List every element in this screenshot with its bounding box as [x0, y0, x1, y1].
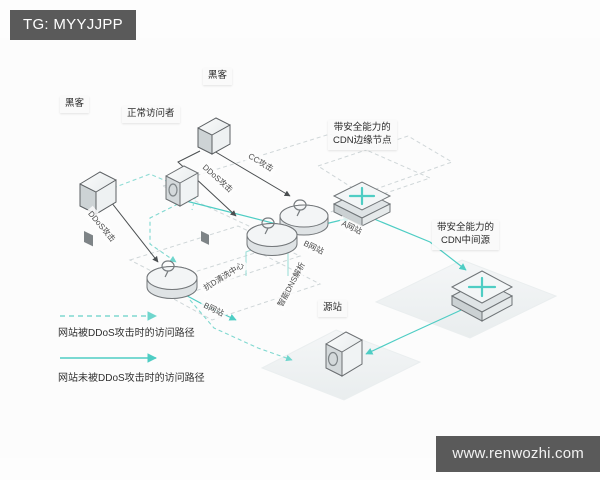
- cdn-edge-label-line2: CDN边缘节点: [333, 134, 392, 146]
- node-cdn-edge[interactable]: [332, 181, 392, 227]
- cdn-cross-icon: [348, 186, 376, 206]
- diagram-legend: 网站被DDoS攻击时的访问路径 网站未被DDoS攻击时的访问路径: [58, 310, 205, 400]
- path-edge-to-cdnmid: [361, 213, 467, 271]
- legend-label-normal: 网站未被DDoS攻击时的访问路径: [58, 373, 205, 384]
- callout-hacker-left: 黑客: [60, 96, 90, 113]
- cdn-edge-label-line1: 带安全能力的: [333, 122, 391, 133]
- line-cc-attack: [213, 150, 291, 197]
- callout-origin-site: 源站: [318, 300, 348, 317]
- node-cdn-mid[interactable]: [450, 270, 514, 322]
- node-router-lower[interactable]: [246, 217, 298, 256]
- line-ddos-attack-top: [177, 150, 237, 217]
- legend-swatch-solid: [58, 355, 163, 365]
- cdn-mid-cross-icon: [467, 276, 497, 298]
- node-router-scrub[interactable]: [146, 260, 198, 299]
- node-hacker-top[interactable]: [197, 117, 231, 245]
- node-hacker-left[interactable]: [79, 171, 117, 247]
- path-cdnmid-to-origin: [365, 305, 471, 355]
- zone-boundary-lower: [148, 251, 322, 321]
- node-origin-server[interactable]: [325, 331, 363, 377]
- legend-swatch-dashed: [58, 310, 163, 320]
- diagram-canvas: 黑客 黑客 正常访问者 带安全能力的 CDN边缘节点 带安全能力的 CDN中间源…: [0, 38, 600, 458]
- cdn-mid-label-line1: 带安全能力的: [437, 222, 495, 233]
- callout-hacker-top: 黑客: [203, 68, 233, 85]
- cdn-mid-label-line2: CDN中间源: [440, 234, 491, 246]
- site-watermark: www.renwozhi.com: [436, 436, 600, 472]
- legend-row-attacked: 网站被DDoS攻击时的访问路径: [58, 310, 205, 341]
- legend-row-normal: 网站未被DDoS攻击时的访问路径: [58, 355, 205, 386]
- callout-cdn-edge: 带安全能力的 CDN边缘节点: [328, 120, 397, 150]
- legend-label-attacked: 网站被DDoS攻击时的访问路径: [58, 328, 195, 339]
- tg-tag-badge: TG: MYYJJPP: [10, 10, 136, 40]
- path-visitor-dashed-down: [149, 203, 179, 263]
- network-diagram-svg: [60, 117, 558, 401]
- zone-boundary-scrub: [128, 225, 302, 293]
- callout-normal-visitor: 正常访问者: [122, 106, 180, 123]
- node-normal-visitor[interactable]: [165, 165, 199, 207]
- line-ddos-attack-left: [103, 192, 159, 263]
- callout-cdn-mid: 带安全能力的 CDN中间源: [432, 220, 500, 250]
